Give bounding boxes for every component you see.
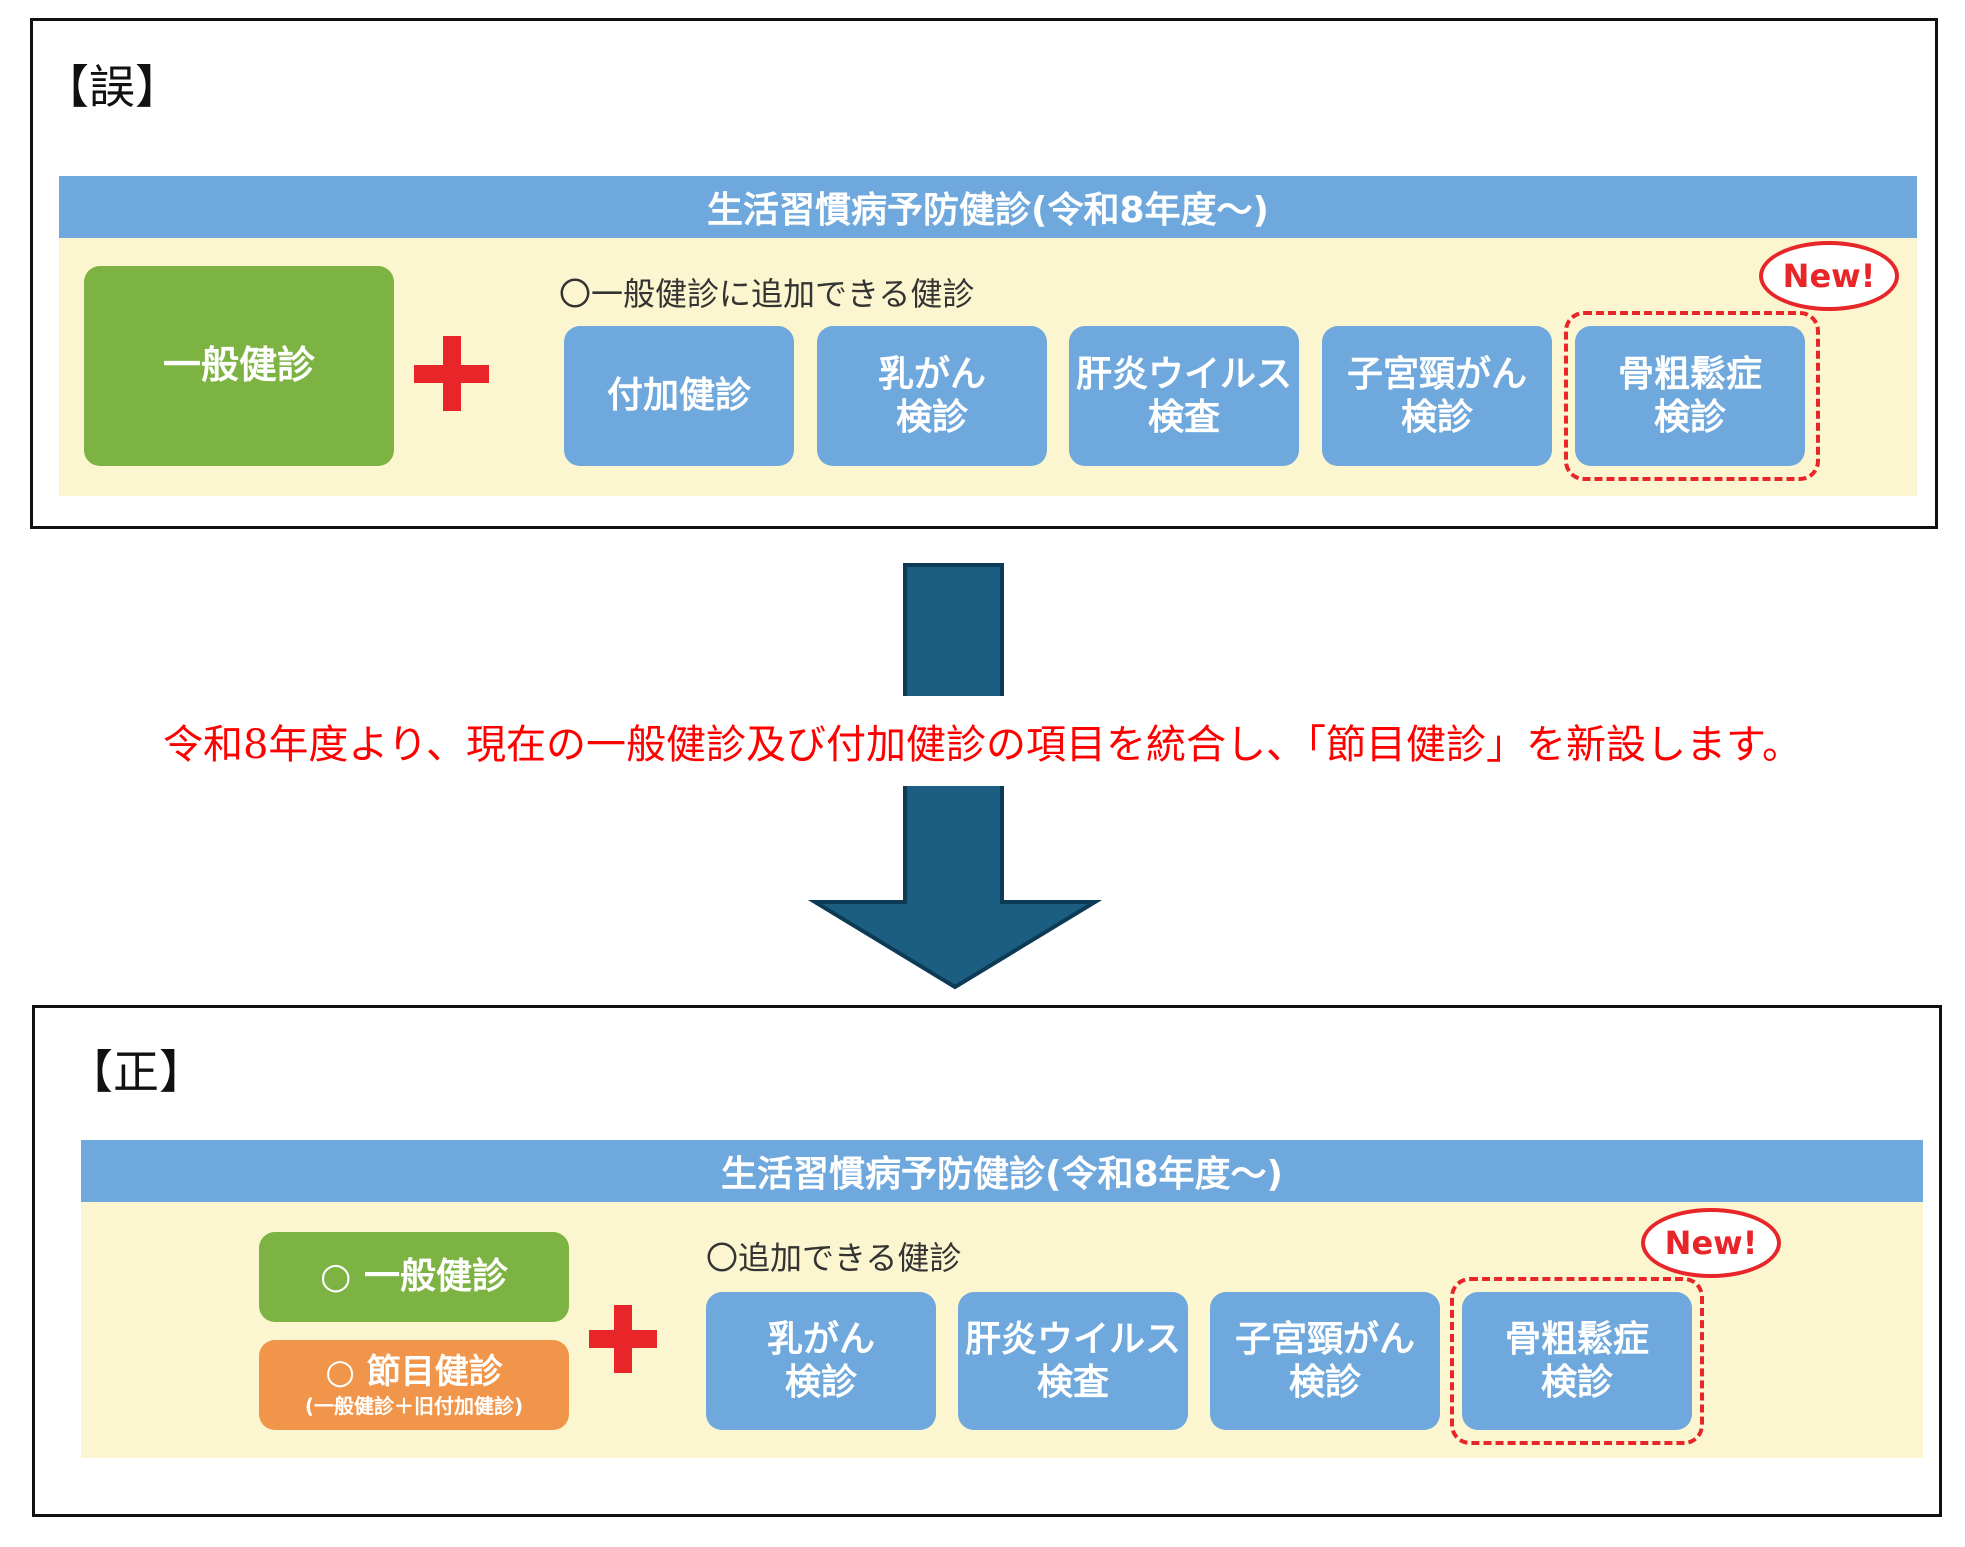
wrong-label: 【誤】 — [43, 60, 181, 114]
milestone-checkup-box: ○ 節目健診 (一般健診＋旧付加健診) — [259, 1340, 569, 1430]
general-checkup-box: 一般健診 — [84, 266, 394, 466]
wrong-item-4: 子宮頸がん 検診 — [1322, 326, 1552, 466]
right-item-4: 骨粗鬆症 検診 — [1462, 1292, 1692, 1430]
wrong-item-4-line1: 子宮頸がん — [1346, 353, 1527, 395]
wrong-item-2-line2: 検診 — [895, 397, 968, 438]
notice-text: 令和8年度より、現在の一般健診及び付加健診の項目を統合し、「節目健診」を新設しま… — [162, 722, 1803, 768]
milestone-checkup-note: (一般健診＋旧付加健診) — [304, 1394, 524, 1419]
wrong-panel: 生活習慣病予防健診(令和8年度〜) 一般健診 〇一般健診に追加できる健診 付加健… — [59, 176, 1917, 496]
right-subtitle: 〇追加できる健診 — [706, 1239, 962, 1277]
right-item-4-line1: 骨粗鬆症 — [1504, 1318, 1649, 1360]
notice-background — [60, 696, 1930, 786]
wrong-item-1: 付加健診 — [564, 326, 794, 466]
new-badge-label: New! — [1759, 241, 1899, 311]
new-badge: New! — [1759, 241, 1899, 311]
general-checkup-label: 一般健診 — [162, 343, 315, 388]
general-checkup-label-right: ○ 一般健診 — [320, 1256, 508, 1298]
wrong-item-5-line1: 骨粗鬆症 — [1617, 353, 1762, 395]
new-highlight-frame — [1564, 311, 1820, 481]
wrong-item-5-line2: 検診 — [1653, 397, 1726, 438]
wrong-item-3: 肝炎ウイルス 検査 — [1069, 326, 1299, 466]
right-label: 【正】 — [67, 1045, 205, 1099]
right-item-2: 肝炎ウイルス 検査 — [958, 1292, 1188, 1430]
wrong-item-2-line1: 乳がん — [877, 353, 986, 395]
right-item-3-line1: 子宮頸がん — [1234, 1318, 1415, 1360]
wrong-item-4-line2: 検診 — [1400, 397, 1473, 438]
milestone-checkup-label: ○ 節目健診 — [325, 1351, 503, 1392]
new-badge-right: New! — [1641, 1208, 1781, 1278]
right-frame: 【正】 生活習慣病予防健診(令和8年度〜) ○ 一般健診 ○ 節目健診 (一般健… — [32, 1005, 1942, 1517]
wrong-subtitle: 〇一般健診に追加できる健診 — [559, 275, 975, 313]
right-item-4-line2: 検診 — [1540, 1362, 1613, 1403]
right-item-2-line1: 肝炎ウイルス — [964, 1318, 1181, 1360]
right-item-3: 子宮頸がん 検診 — [1210, 1292, 1440, 1430]
right-item-1-line1: 乳がん — [766, 1318, 875, 1360]
right-item-2-line2: 検査 — [1036, 1362, 1109, 1403]
new-badge-right-label: New! — [1641, 1208, 1781, 1278]
right-item-3-line2: 検診 — [1288, 1362, 1361, 1403]
new-highlight-frame-right — [1450, 1277, 1704, 1445]
plus-icon-right — [589, 1305, 657, 1373]
wrong-item-5: 骨粗鬆症 検診 — [1575, 326, 1805, 466]
wrong-item-3-line1: 肝炎ウイルス — [1075, 353, 1292, 395]
wrong-item-1-line1: 付加健診 — [606, 375, 751, 417]
wrong-frame: 【誤】 生活習慣病予防健診(令和8年度〜) 一般健診 〇一般健診に追加できる健診… — [30, 18, 1938, 529]
right-item-1-line2: 検診 — [784, 1362, 857, 1403]
plus-icon — [414, 336, 489, 411]
wrong-item-2: 乳がん 検診 — [817, 326, 1047, 466]
general-checkup-box-right: ○ 一般健診 — [259, 1232, 569, 1322]
wrong-item-3-line2: 検査 — [1147, 397, 1220, 438]
wrong-panel-title: 生活習慣病予防健診(令和8年度〜) — [59, 176, 1917, 238]
right-item-1: 乳がん 検診 — [706, 1292, 936, 1430]
right-panel: 生活習慣病予防健診(令和8年度〜) ○ 一般健診 ○ 節目健診 (一般健診＋旧付… — [81, 1140, 1923, 1458]
right-panel-title: 生活習慣病予防健診(令和8年度〜) — [81, 1140, 1923, 1202]
